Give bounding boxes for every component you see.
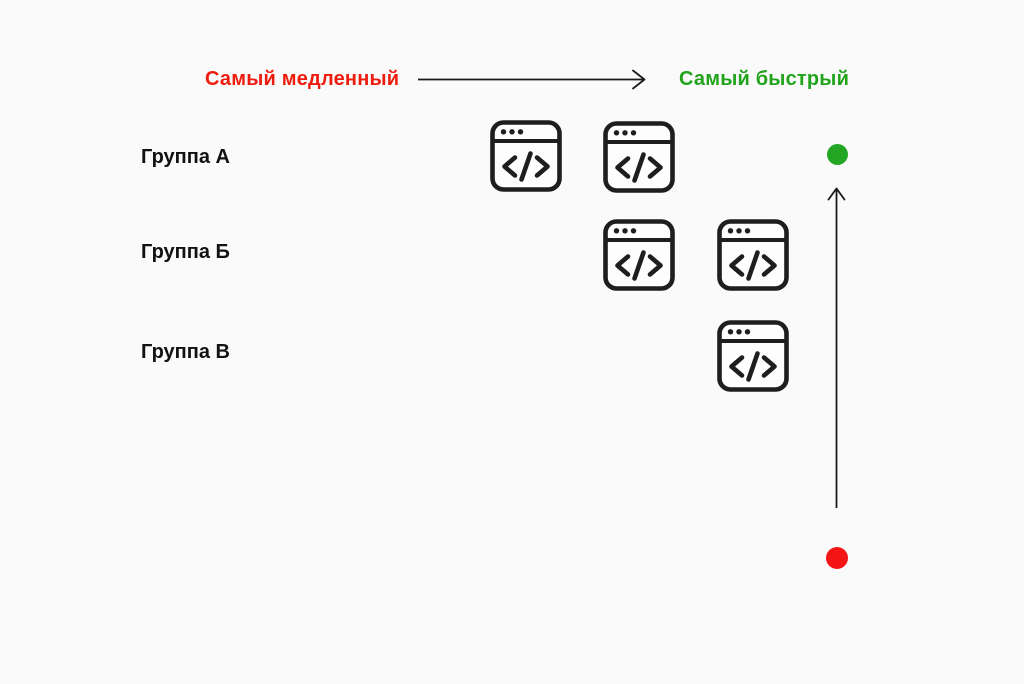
slowest-red-dot xyxy=(826,547,848,569)
slow-to-fast-arrow-icon xyxy=(418,69,646,90)
browser-code-icon xyxy=(601,119,677,195)
fastest-green-dot xyxy=(827,144,848,165)
browser-code-icon xyxy=(488,118,564,194)
browser-code-icon xyxy=(601,217,677,293)
slowest-label: Самый медленный xyxy=(205,68,400,90)
group-a-label: Группа А xyxy=(141,146,230,168)
fastest-label: Самый быстрый xyxy=(679,68,850,90)
group-v-label: Группа В xyxy=(141,341,230,363)
browser-code-icon xyxy=(715,217,791,293)
group-b-label: Группа Б xyxy=(141,241,230,263)
browser-code-icon xyxy=(715,318,791,394)
speed-axis-up-arrow-icon xyxy=(827,187,846,508)
